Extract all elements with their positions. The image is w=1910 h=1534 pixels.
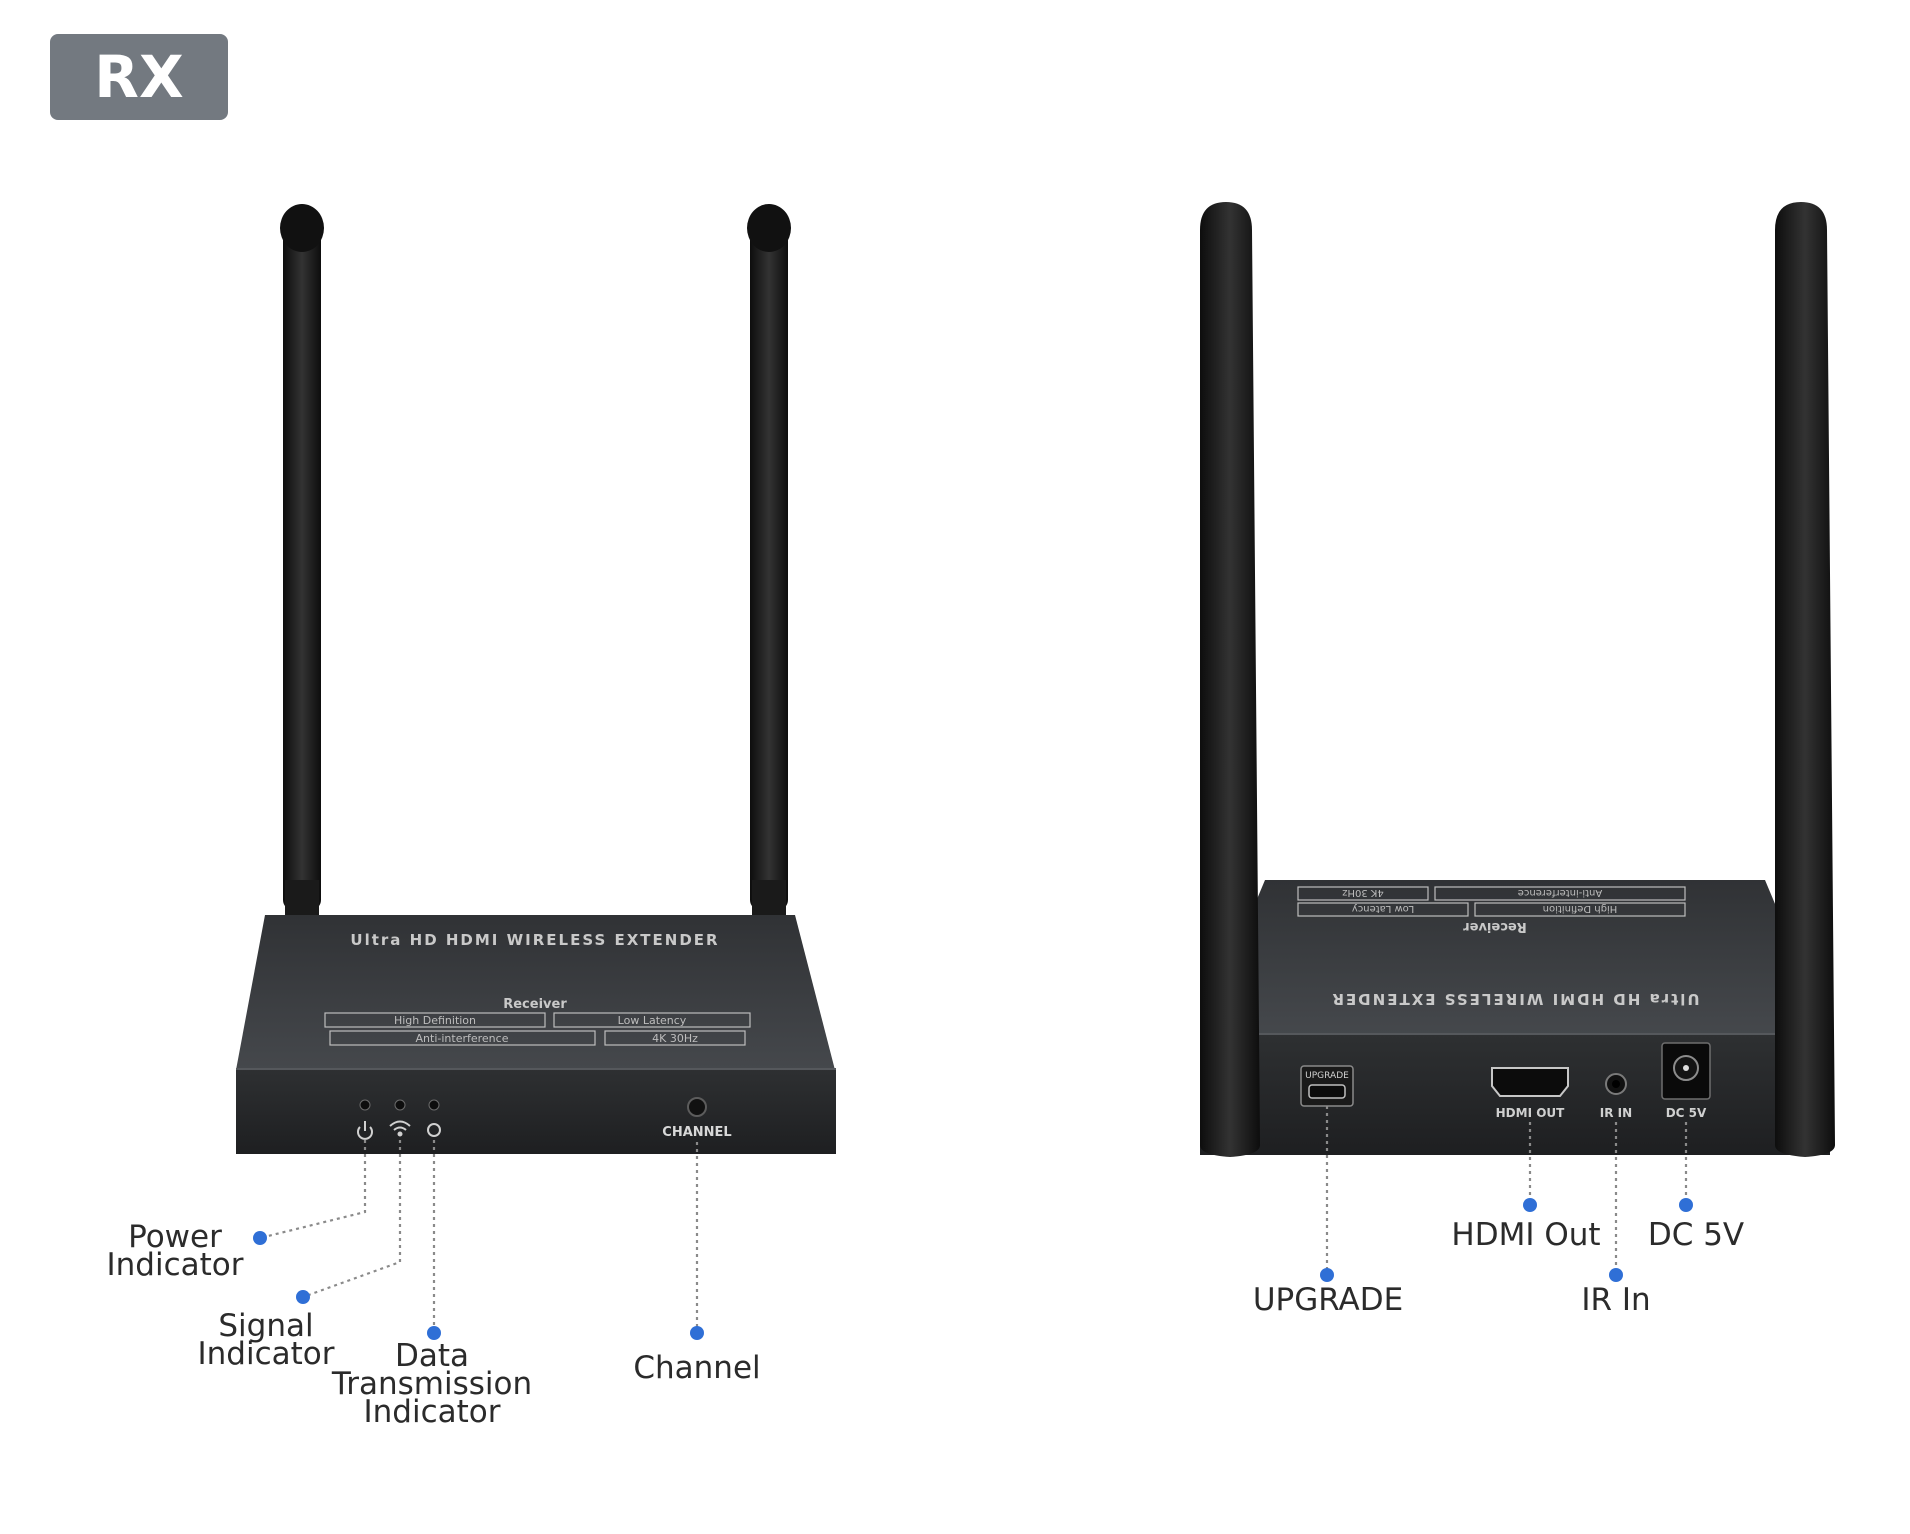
rear-feature-boxes: High Definition Low Latency Anti-interfe… (1297, 886, 1686, 917)
front-antenna-right (747, 204, 791, 925)
data-transmission-label-line-3: Indicator (363, 1394, 501, 1430)
front-receiver-text: Receiver (503, 997, 567, 1012)
callout-dots (253, 1198, 1693, 1340)
front-feature-3: Anti-interference (416, 1032, 509, 1045)
hdmi-out-label: HDMI Out (1451, 1217, 1601, 1253)
channel-label-line-1: Channel (633, 1350, 761, 1386)
signal-callout-line (302, 1140, 402, 1299)
front-feature-boxes: High Definition Low Latency Anti-interfe… (324, 1012, 751, 1046)
channel-button-text: CHANNEL (662, 1125, 731, 1140)
front-top-text: Ultra HD HDMI WIRELESS EXTENDER (350, 931, 719, 949)
signal-callout-dot (296, 1290, 310, 1304)
dc-5v-label: DC 5V (1647, 1217, 1745, 1253)
hdmi-out-callout-dot (1523, 1198, 1537, 1212)
ir-in-port: IR IN (1600, 1073, 1632, 1120)
rear-feature-1: High Definition (1543, 903, 1618, 914)
rear-device: Ultra HD HDMI WIRELESS EXTENDER Receiver… (1200, 202, 1835, 1157)
front-leds (359, 1099, 440, 1111)
rear-antenna-left (1200, 202, 1260, 1157)
signal-indicator-label-line-2: Indicator (197, 1336, 335, 1372)
channel-button (687, 1097, 707, 1117)
power-icon (357, 1121, 373, 1140)
rear-top-text: Ultra HD HDMI WIRELESS EXTENDER (1330, 990, 1699, 1008)
front-feature-4: 4K 30Hz (652, 1032, 698, 1045)
upgrade-port: UPGRADE (1300, 1065, 1354, 1107)
front-feature-2: Low Latency (618, 1014, 687, 1027)
power-indicator-label-line-1: Power (128, 1219, 222, 1255)
dc-5v-label-line-1: DC 5V (1647, 1217, 1745, 1253)
rear-feature-2: Low Latency (1352, 903, 1414, 914)
data-transmission-label-line-1: Data (394, 1338, 470, 1374)
front-feature-1: High Definition (394, 1014, 476, 1027)
upgrade-label: UPGRADE (1252, 1282, 1404, 1318)
hdmi-out-port: HDMI OUT (1491, 1067, 1569, 1120)
ir-in-port-text: IR IN (1600, 1106, 1632, 1120)
callout-lines (259, 1106, 1688, 1333)
power-indicator-label: Power Indicator (106, 1219, 244, 1283)
rear-feature-3: Anti-interference (1518, 887, 1603, 898)
rear-feature-4: 4K 30Hz (1342, 887, 1384, 898)
data-transmission-indicator-label: Data Transmission Indicator (331, 1338, 533, 1430)
power-callout-line (259, 1140, 367, 1240)
ir-in-callout-dot (1609, 1268, 1623, 1282)
hdmi-out-port-text: HDMI OUT (1496, 1106, 1566, 1120)
signal-indicator-label: Signal Indicator (197, 1308, 335, 1372)
upgrade-callout-dot (1320, 1268, 1334, 1282)
rear-receiver-text: Receiver (1463, 919, 1527, 934)
front-device: Ultra HD HDMI WIRELESS EXTENDER Receiver… (236, 204, 836, 1154)
channel-label: Channel (633, 1350, 761, 1386)
data-transmission-icon (427, 1123, 441, 1137)
power-callout-dot (253, 1231, 267, 1245)
dc-5v-port: DC 5V (1661, 1042, 1711, 1120)
rear-device-top (1200, 880, 1830, 1035)
rx-badge-label: RX (94, 43, 184, 111)
rear-antenna-right (1775, 202, 1835, 1157)
rx-badge: RX (50, 34, 228, 120)
front-device-panel (236, 1068, 836, 1154)
dc-5v-callout-dot (1679, 1198, 1693, 1212)
data-callout-dot (427, 1326, 441, 1340)
hdmi-out-label-line-1: HDMI Out (1451, 1217, 1601, 1253)
upgrade-port-text: UPGRADE (1305, 1071, 1349, 1081)
wifi-icon (389, 1120, 411, 1137)
dc-5v-port-text: DC 5V (1666, 1106, 1707, 1120)
ir-in-label-line-1: IR In (1581, 1282, 1651, 1318)
upgrade-label-line-1: UPGRADE (1252, 1282, 1404, 1318)
channel-callout-dot (690, 1326, 704, 1340)
data-transmission-label-line-2: Transmission (331, 1366, 533, 1402)
front-antenna-left (280, 204, 324, 925)
power-indicator-label-line-2: Indicator (106, 1247, 244, 1283)
signal-indicator-label-line-1: Signal (218, 1308, 314, 1344)
ir-in-label: IR In (1581, 1282, 1651, 1318)
